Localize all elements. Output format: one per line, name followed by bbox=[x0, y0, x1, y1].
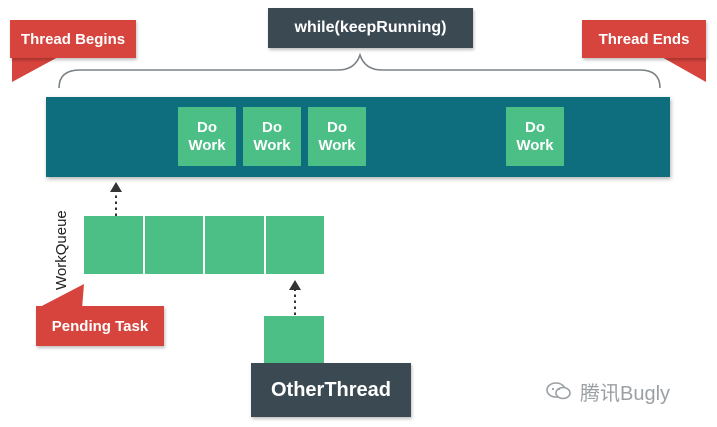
work-queue bbox=[84, 216, 324, 274]
loop-brace bbox=[58, 52, 661, 89]
pending-task-pointer bbox=[36, 284, 84, 309]
work-item-box: Do Work bbox=[243, 107, 301, 166]
work-queue-label: WorkQueue bbox=[53, 210, 70, 290]
thread-ends-pointer bbox=[660, 56, 706, 82]
pending-task-label: Pending Task bbox=[36, 306, 164, 346]
thread-begins-pointer bbox=[12, 56, 60, 82]
queue-cell bbox=[84, 216, 145, 274]
queue-cell bbox=[265, 216, 324, 274]
queue-cell bbox=[144, 216, 205, 274]
other-to-queue-arrowhead bbox=[289, 280, 301, 290]
thread-ends-label: Thread Ends bbox=[582, 20, 706, 58]
watermark: 腾讯Bugly bbox=[546, 376, 711, 406]
queue-to-thread-arrowhead bbox=[110, 182, 122, 192]
work-item-box: Do Work bbox=[308, 107, 366, 166]
other-thread-task bbox=[264, 316, 324, 366]
queue-cell bbox=[205, 216, 266, 274]
work-item-box: Do Work bbox=[506, 107, 564, 166]
thread-begins-label: Thread Begins bbox=[10, 20, 136, 58]
loop-label: while(keepRunning) bbox=[268, 8, 473, 48]
work-item-box: Do Work bbox=[178, 107, 236, 166]
watermark-text: 腾讯Bugly bbox=[580, 382, 671, 405]
wechat-logo-icon bbox=[546, 382, 571, 400]
other-thread-label: OtherThread bbox=[251, 363, 411, 417]
